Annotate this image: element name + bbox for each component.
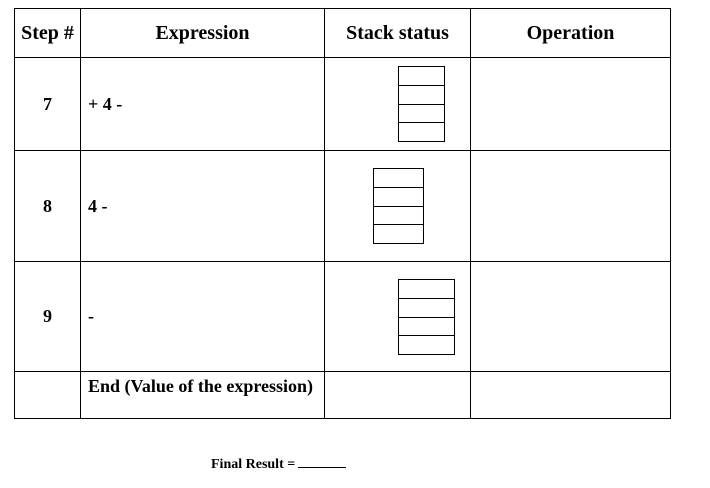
header-operation: Operation	[470, 8, 671, 58]
stack-diagram	[398, 66, 445, 142]
header-expression: Expression	[80, 8, 325, 58]
operation-cell[interactable]	[470, 261, 671, 372]
expression-cell: + 4 -	[80, 57, 325, 151]
end-row: End (Value of the expression)	[14, 371, 671, 419]
stack-slot	[399, 123, 444, 141]
expression-cell: 4 -	[80, 150, 325, 262]
stack-status-cell	[324, 261, 471, 372]
step-number: 8	[14, 150, 81, 262]
stack-slot	[399, 67, 444, 86]
stack-slot	[374, 207, 423, 226]
expression-cell: -	[80, 261, 325, 372]
final-result-blank[interactable]	[298, 457, 347, 468]
stack-diagram	[398, 279, 455, 355]
step-number: 9	[14, 261, 81, 372]
stack-slot	[399, 105, 444, 124]
stack-slot	[399, 318, 454, 337]
table-row: 9 -	[14, 261, 671, 372]
table-row: 7 + 4 -	[14, 57, 671, 151]
end-label: End (Value of the expression)	[80, 371, 325, 419]
stack-evaluation-table: Step # Expression Stack status Operation…	[14, 8, 671, 419]
stack-diagram	[373, 168, 424, 244]
stack-slot	[399, 299, 454, 318]
end-step-cell	[14, 371, 81, 419]
stack-status-cell	[324, 150, 471, 262]
operation-cell[interactable]	[470, 57, 671, 151]
header-row: Step # Expression Stack status Operation	[14, 8, 671, 58]
operation-cell[interactable]	[470, 150, 671, 262]
stack-slot	[374, 225, 423, 243]
stack-status-cell	[324, 57, 471, 151]
stack-slot	[399, 86, 444, 105]
end-stack-cell[interactable]	[324, 371, 471, 419]
step-number: 7	[14, 57, 81, 151]
final-result-label: Final Result =	[211, 457, 296, 472]
header-step: Step #	[14, 8, 81, 58]
stack-slot	[399, 280, 454, 299]
stack-slot	[374, 188, 423, 207]
final-result: Final Result =	[211, 457, 347, 473]
table-row: 8 4 -	[14, 150, 671, 262]
header-stack-status: Stack status	[324, 8, 471, 58]
end-operation-cell[interactable]	[470, 371, 671, 419]
stack-slot	[399, 336, 454, 354]
stack-slot	[374, 169, 423, 188]
